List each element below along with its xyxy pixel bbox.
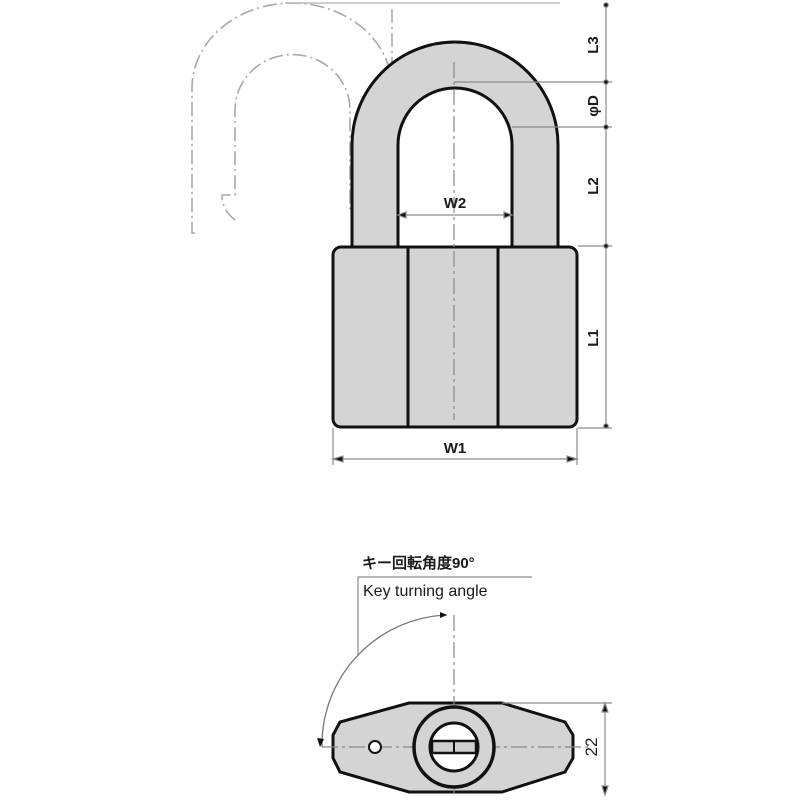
height-dimension	[502, 701, 612, 797]
open-shackle-phantom	[191, 2, 560, 234]
label-l2: L2	[585, 177, 602, 195]
annotation-jp: キー回転角度90°	[362, 554, 475, 572]
label-l3: L3	[585, 36, 602, 54]
annotation-en: Key turning angle	[363, 583, 488, 600]
lock-body	[331, 245, 579, 429]
label-w2: W2	[444, 195, 467, 212]
label-height-22: 22	[582, 738, 601, 757]
label-w1: W1	[444, 440, 467, 457]
lock-bottom-view	[322, 615, 590, 795]
front-view-labels: L3 φD L2 L1 W1 W2	[444, 36, 602, 457]
key-angle-annotation: キー回転角度90° Key turning angle	[317, 554, 532, 748]
shackle	[350, 40, 560, 249]
label-phid: φD	[585, 95, 602, 117]
label-l1: L1	[585, 329, 602, 347]
keyhole-pin	[368, 740, 382, 754]
dimension-lines	[330, 2, 612, 465]
